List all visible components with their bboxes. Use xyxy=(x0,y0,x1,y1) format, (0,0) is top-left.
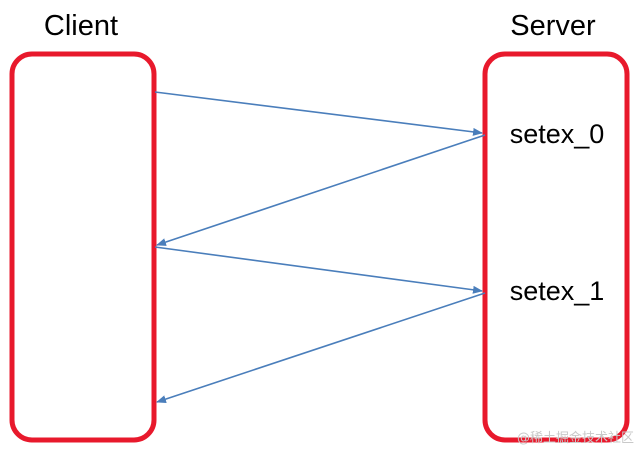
response-arrow-setex-1 xyxy=(156,292,486,403)
request-arrow-setex-1 xyxy=(154,246,483,294)
client-title: Client xyxy=(44,10,118,42)
server-title: Server xyxy=(510,10,596,42)
command-label-setex-1: setex_1 xyxy=(510,276,605,306)
command-label-setex-0: setex_0 xyxy=(510,119,605,149)
watermark: @稀土掘金技术社区 xyxy=(517,430,634,446)
server-box xyxy=(482,51,630,443)
response-arrow-setex-0 xyxy=(156,134,486,246)
client-box xyxy=(9,51,157,443)
request-arrow-setex-0 xyxy=(154,91,483,136)
